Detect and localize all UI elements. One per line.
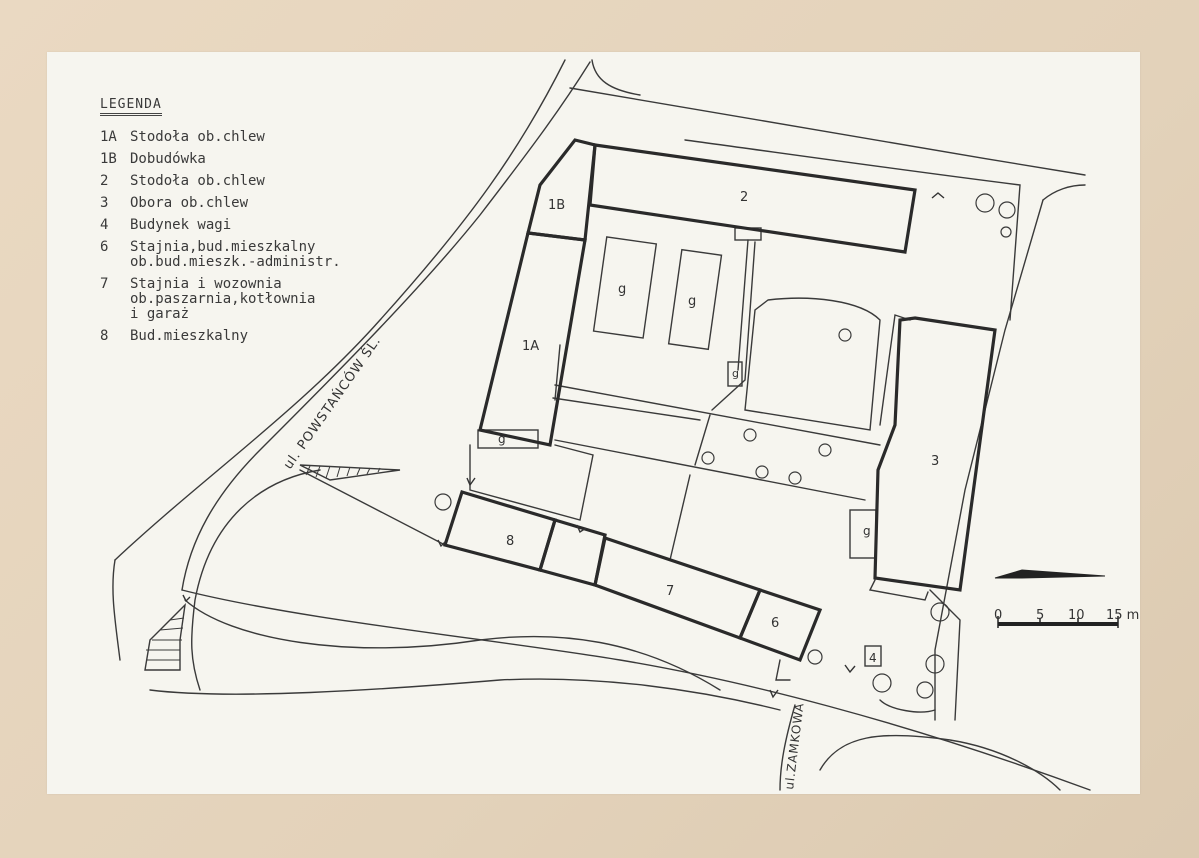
legend-code: 3: [100, 195, 109, 211]
path-center-v: [737, 239, 749, 371]
legend-title: LEGENDA: [100, 97, 162, 116]
street-top-edge-3: [1042, 184, 1086, 201]
legend-code: 1A: [100, 129, 117, 145]
gate-marks: [182, 192, 945, 699]
street-label-zamkowa: ul.ZAMKOWA: [782, 702, 807, 791]
legend-code: 7: [100, 276, 109, 292]
path-se-corner: [879, 699, 936, 713]
label-g-1: g: [618, 282, 626, 297]
path-right-south: [929, 589, 961, 721]
label-g-4: g: [498, 432, 506, 446]
street-top-edge-1: [569, 87, 1086, 176]
label-g-2: g: [688, 294, 696, 309]
legend-code: 1B: [100, 151, 117, 167]
legend-text: Stajnia,bud.mieszkalny ob.bud.mieszk.-ad…: [130, 239, 341, 270]
scale-tick-10: 10: [1068, 608, 1085, 623]
legend-item: 8 Bud.mieszkalny: [100, 329, 420, 344]
building-2: [588, 143, 917, 254]
building-4: [864, 645, 882, 667]
legend-code: 2: [100, 173, 109, 189]
label-1A: 1A: [522, 339, 539, 354]
building-1B: [526, 138, 597, 242]
legend-text: Stodoła ob.chlew: [130, 173, 265, 189]
road-bottom-left: [149, 678, 781, 711]
legend-code: 6: [100, 239, 109, 255]
path-yard-5: [669, 474, 691, 561]
label-8: 8: [506, 534, 514, 549]
hatching-lines: [146, 465, 381, 661]
path-yard-3: [554, 439, 866, 501]
path-diag-road: [299, 469, 446, 546]
building-mid: [537, 518, 607, 587]
building-6: [737, 588, 823, 663]
path-yard-4: [694, 414, 711, 466]
legend-text: Dobudówka: [130, 151, 206, 167]
label-g-5: g: [863, 524, 871, 538]
garage-plot-3: [727, 361, 743, 387]
label-6: 6: [771, 616, 779, 631]
legend: LEGENDA 1A Stodoła ob.chlew 1B Dobudówka…: [100, 96, 420, 351]
street-powstancow-edge-inner: [181, 61, 591, 591]
label-1B: 1B: [548, 198, 565, 213]
road-curve-lower: [184, 599, 721, 691]
legend-item: 2 Stodoła ob.chlew: [100, 174, 420, 189]
yard-outline-1: [469, 444, 594, 521]
label-3: 3: [931, 454, 939, 469]
scale-bar: 0 5 10 15 m: [994, 608, 1139, 628]
scale-tick-0: 0: [994, 608, 1002, 623]
path-north: [684, 139, 1021, 321]
garage-plot-5: [477, 429, 539, 449]
legend-text: Bud.mieszkalny: [130, 328, 249, 344]
path-center-v2: [711, 241, 756, 411]
garage-plot-1: [592, 236, 658, 339]
path-courtyard: [554, 344, 561, 401]
street-top-edge-2: [591, 59, 641, 96]
path-yard-1: [554, 384, 881, 446]
legend-text: Stajnia i wozownia ob.paszarnia,kotłowni…: [130, 276, 316, 322]
legend-item: 1B Dobudówka: [100, 152, 420, 167]
north-arrow: [994, 569, 1106, 579]
building-7: [593, 535, 763, 641]
legend-item: 3 Obora ob.chlew: [100, 196, 420, 211]
legend-code: 4: [100, 217, 109, 233]
legend-item: 7 Stajnia i wozownia ob.paszarnia,kotłow…: [100, 277, 420, 322]
legend-item: 6 Stajnia,bud.mieszkalny ob.bud.mieszk.-…: [100, 240, 420, 270]
legend-item: 4 Budynek wagi: [100, 218, 420, 233]
road-zamkowa-right: [819, 734, 1061, 791]
road-curve-outer: [112, 559, 121, 661]
road-inner-arc: [191, 469, 321, 691]
street-right-edge: [934, 199, 1044, 721]
legend-code: 8: [100, 328, 109, 344]
street-powstancow-edge-outer: [114, 59, 566, 561]
building-8: [442, 490, 557, 572]
legend-text: Obora ob.chlew: [130, 195, 249, 211]
yard-outline-2: [775, 659, 791, 681]
road-curve-mid: [181, 589, 1091, 791]
legend-text: Stodoła ob.chlew: [130, 129, 265, 145]
path-oval: [744, 297, 881, 431]
trees: [434, 193, 1016, 699]
building-1A: [478, 231, 587, 447]
label-2: 2: [740, 190, 748, 205]
legend-item: 1A Stodoła ob.chlew: [100, 130, 420, 145]
building-3: [873, 316, 997, 592]
scale-tick-5: 5: [1036, 608, 1044, 623]
label-g-3: g: [732, 367, 739, 380]
garage-plot-2: [667, 248, 723, 351]
path-b3-south: [868, 579, 929, 601]
path-yard-2: [552, 397, 701, 421]
road-zamkowa-left: [779, 704, 796, 791]
hatched-area-left: [144, 603, 186, 671]
label-4: 4: [869, 651, 877, 665]
label-7: 7: [666, 584, 674, 599]
scale-tick-15: 15 m: [1106, 608, 1139, 623]
legend-text: Budynek wagi: [130, 217, 232, 233]
